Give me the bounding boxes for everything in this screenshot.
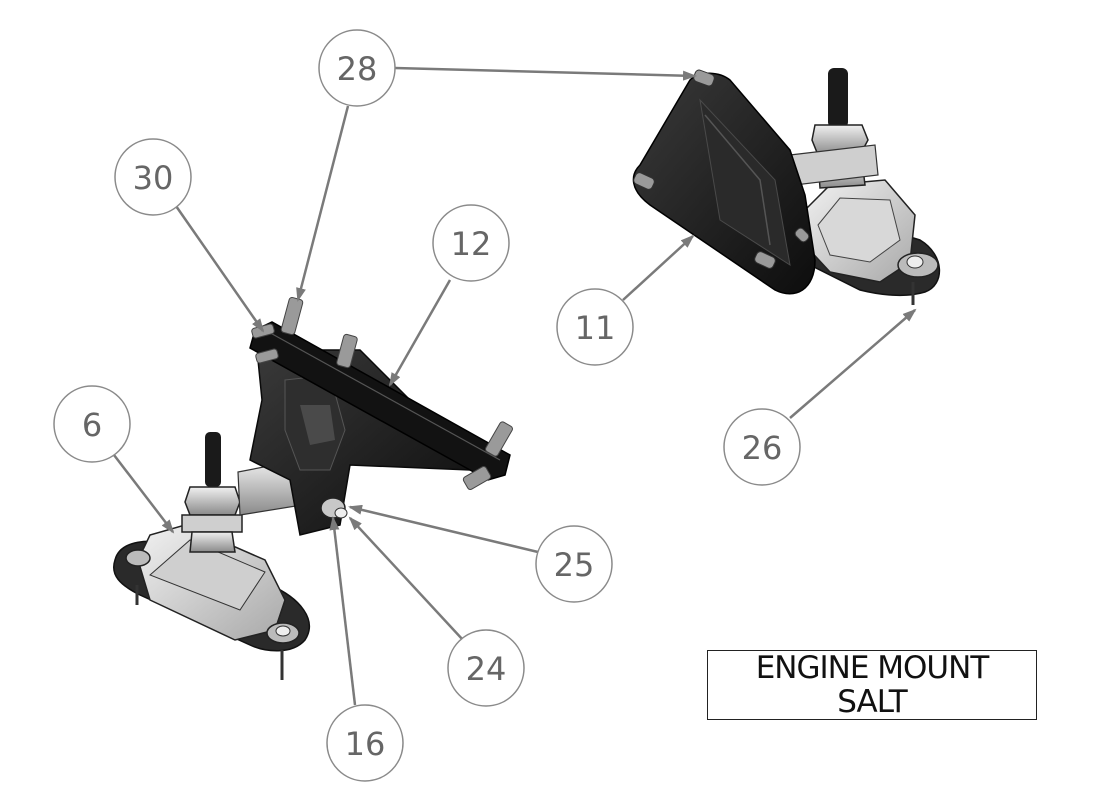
left-stud [205, 432, 221, 487]
callout-label: 6 [82, 406, 102, 444]
title-line-2: SALT [837, 684, 907, 720]
leader-28-left [296, 105, 350, 302]
callout-label: 11 [575, 309, 616, 347]
left-base-bolt-back [125, 549, 151, 567]
callout-6: 6 [53, 385, 131, 463]
leader-12 [388, 279, 452, 387]
callout-26: 26 [723, 408, 801, 486]
callout-28: 28 [318, 29, 396, 107]
callout-label: 24 [466, 650, 507, 688]
callout-11: 11 [556, 288, 634, 366]
callout-12: 12 [432, 204, 510, 282]
callout-circle [447, 629, 525, 707]
callout-circle [318, 29, 396, 107]
leader-28-right [394, 66, 697, 81]
callout-circle [326, 704, 404, 782]
leader-30 [174, 205, 265, 333]
callout-label: 30 [133, 159, 174, 197]
left-bracket-top-plate [249, 321, 511, 481]
callout-label: 25 [554, 546, 595, 584]
callout-circle [535, 525, 613, 603]
leader-6 [113, 454, 175, 534]
callout-label: 12 [451, 225, 492, 263]
callout-circle [114, 138, 192, 216]
callout-30: 30 [114, 138, 192, 216]
left-engine-mount-assembly [113, 296, 513, 680]
leader-24 [348, 516, 464, 641]
callout-circle [723, 408, 801, 486]
callout-circle [53, 385, 131, 463]
right-stud [828, 68, 848, 128]
leader-lines [113, 66, 917, 706]
title-line-1: ENGINE MOUNT [755, 650, 990, 686]
callout-label: 28 [337, 50, 378, 88]
right-engine-mount-assembly [632, 68, 941, 305]
callout-16: 16 [326, 704, 404, 782]
callout-label: 16 [345, 725, 386, 763]
callout-24: 24 [447, 629, 525, 707]
leader-16 [329, 516, 357, 706]
callout-label: 26 [742, 429, 783, 467]
leader-11 [622, 234, 695, 301]
callout-circle [556, 288, 634, 366]
leader-25 [348, 504, 539, 554]
callout-circle [432, 204, 510, 282]
left-plate-bolts [251, 296, 513, 490]
right-bracket-bolts [633, 69, 810, 269]
leader-26 [789, 308, 917, 419]
callout-25: 25 [535, 525, 613, 603]
title-block: ENGINE MOUNT SALT [707, 650, 1037, 720]
